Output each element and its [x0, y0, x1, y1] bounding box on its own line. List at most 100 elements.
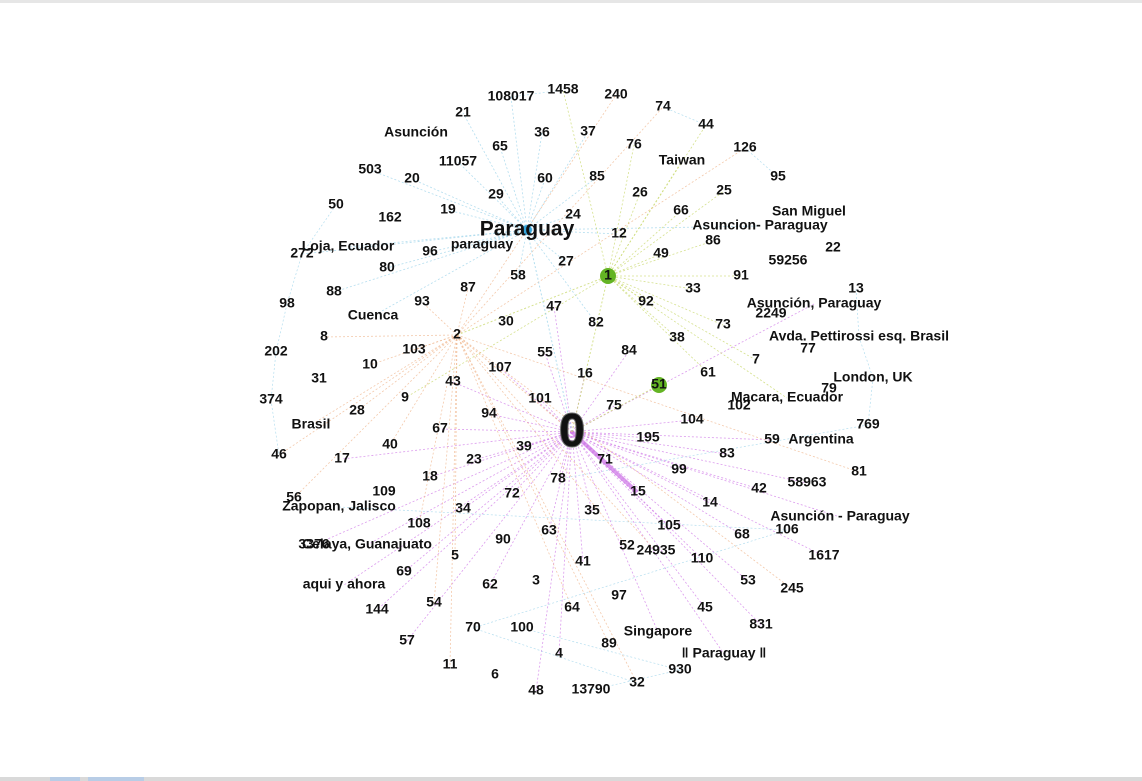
node-label[interactable]: 24 [565, 206, 581, 222]
node-label[interactable]: 195 [636, 429, 660, 445]
node-label[interactable]: 91 [733, 267, 749, 283]
node-label[interactable]: 11057 [439, 153, 477, 169]
node-label[interactable]: 89 [601, 635, 617, 651]
node-label[interactable]: 15 [630, 483, 646, 499]
node-label[interactable]: 2249 [755, 305, 786, 321]
node-label[interactable]: 106 [775, 521, 799, 537]
node-label[interactable]: 84 [621, 342, 637, 358]
node-label[interactable]: 71 [597, 451, 613, 467]
node-label[interactable]: 57 [399, 632, 415, 648]
node-label[interactable]: 40 [382, 436, 398, 452]
node-label[interactable]: 107 [488, 359, 512, 375]
node-label[interactable]: 769 [856, 416, 880, 432]
node-marker[interactable] [651, 377, 667, 393]
node-label[interactable]: 20 [404, 170, 420, 186]
node-label[interactable]: 110 [691, 550, 714, 566]
node-label[interactable]: 28 [349, 402, 365, 418]
node-label[interactable]: 66 [673, 202, 689, 218]
node-label[interactable]: Asunción [384, 124, 448, 140]
node-label[interactable]: 94 [481, 405, 497, 421]
node-label[interactable]: 87 [460, 279, 476, 295]
node-label[interactable]: 7 [752, 351, 760, 367]
node-label[interactable]: 27 [558, 253, 574, 269]
hub-node-label[interactable]: 51 [651, 376, 667, 392]
node-label[interactable]: 1458 [547, 81, 578, 97]
node-label[interactable]: 53 [740, 572, 756, 588]
hub-node-label[interactable]: 1 [604, 267, 612, 283]
node-label[interactable]: Taiwan [659, 152, 705, 168]
node-label[interactable]: 831 [749, 616, 773, 632]
node-label[interactable]: 503 [358, 161, 382, 177]
node-label[interactable]: 30 [498, 313, 514, 329]
node-label[interactable]: 9 [401, 389, 409, 405]
node-label[interactable]: aqui y ahora [303, 576, 386, 592]
node-label[interactable]: 95 [770, 168, 786, 184]
node-label[interactable]: 272 [290, 245, 314, 261]
node-label[interactable]: Celaya, Guanajuato [302, 536, 432, 552]
node-label[interactable]: 47 [546, 298, 562, 314]
node-label[interactable]: 42 [751, 480, 767, 496]
node-label[interactable]: 98 [279, 295, 295, 311]
node-label[interactable]: 56 [286, 489, 302, 505]
node-label[interactable]: 13790 [572, 681, 611, 697]
node-label[interactable]: 67 [432, 420, 448, 436]
node-label[interactable]: 19 [440, 201, 456, 217]
node-label[interactable]: 930 [668, 661, 692, 677]
node-label[interactable]: 11 [443, 656, 458, 672]
node-label[interactable]: 79 [821, 380, 837, 396]
node-label[interactable]: Loja, Ecuador [302, 238, 395, 254]
node-label[interactable]: 374 [259, 391, 283, 407]
node-label[interactable]: 58963 [788, 474, 827, 490]
node-label[interactable]: 93 [414, 293, 430, 309]
node-label[interactable]: 90 [495, 531, 511, 547]
node-label[interactable]: 8 [320, 328, 328, 344]
node-label[interactable]: 60 [537, 170, 553, 186]
node-label[interactable]: 13 [848, 280, 864, 296]
node-label[interactable]: 59 [764, 431, 780, 447]
node-label[interactable]: 144 [365, 601, 389, 617]
node-label[interactable]: 92 [638, 293, 654, 309]
node-label[interactable]: 48 [528, 682, 544, 698]
node-label[interactable]: 88 [326, 283, 342, 299]
node-label[interactable]: 103 [402, 341, 426, 357]
node-label[interactable]: Zapopan, Jalisco [282, 498, 396, 514]
node-label[interactable]: 17 [334, 450, 350, 466]
hub-node-label[interactable]: 0 [558, 403, 586, 457]
node-label[interactable]: 26 [632, 184, 648, 200]
node-label[interactable]: 58 [510, 267, 526, 283]
node-label[interactable]: 33 [685, 280, 701, 296]
node-label[interactable]: 49 [653, 245, 669, 261]
node-label[interactable]: 21 [455, 104, 471, 120]
node-label[interactable]: 1617 [808, 547, 839, 563]
node-label[interactable]: 202 [264, 343, 288, 359]
node-label[interactable]: 63 [541, 522, 557, 538]
node-label[interactable]: 23 [466, 451, 482, 467]
node-label[interactable]: paraguay [451, 236, 513, 252]
node-label[interactable]: 245 [780, 580, 804, 596]
node-label[interactable]: 52 [619, 537, 635, 553]
node-label[interactable]: 80 [379, 259, 395, 275]
node-label[interactable]: 55 [537, 344, 553, 360]
node-label[interactable]: 22 [825, 239, 841, 255]
node-label[interactable]: 46 [271, 446, 287, 462]
node-label[interactable]: 16 [577, 365, 593, 381]
node-label[interactable]: Macara, Ecuador [731, 389, 844, 405]
node-label[interactable]: 50 [328, 196, 344, 212]
node-label[interactable]: 74 [655, 98, 671, 114]
node-label[interactable]: 24935 [637, 542, 676, 558]
node-label[interactable]: 109 [372, 483, 396, 499]
node-label[interactable]: 96 [422, 243, 438, 259]
node-label[interactable]: 97 [611, 587, 627, 603]
node-label[interactable]: 85 [589, 168, 605, 184]
node-label[interactable]: 34 [455, 500, 471, 516]
node-label[interactable]: 86 [705, 232, 721, 248]
node-label[interactable]: 18 [422, 468, 438, 484]
node-label[interactable]: 76 [626, 136, 642, 152]
node-label[interactable]: ‖ Paraguay ‖ [682, 645, 767, 661]
node-label[interactable]: 82 [588, 314, 604, 330]
node-label[interactable]: 70 [465, 619, 481, 635]
taskbar-button[interactable] [88, 777, 144, 781]
node-label[interactable]: 108017 [488, 88, 535, 104]
node-label[interactable]: Argentina [788, 431, 854, 447]
